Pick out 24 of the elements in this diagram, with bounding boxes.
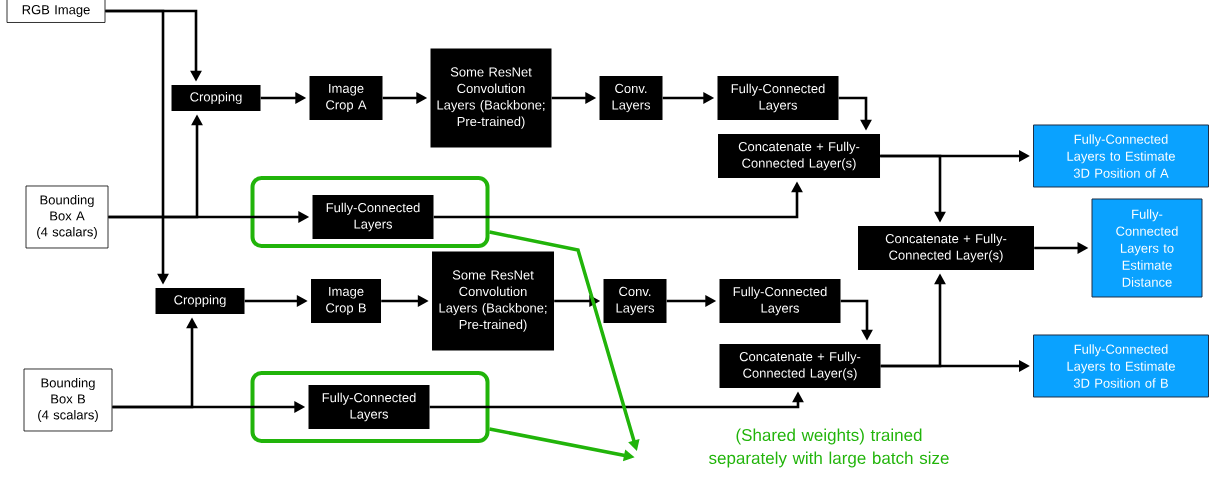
input-box: Bounding Box A (4 scalars) xyxy=(25,185,109,249)
process-box: Conv. Layers xyxy=(599,76,663,120)
process-box: Fully-Connected Layers xyxy=(312,195,434,239)
process-box: Cropping xyxy=(171,85,261,111)
annotation-text: (Shared weights) trained separately with large batch size xyxy=(709,428,949,468)
highlight-frame xyxy=(250,371,490,443)
process-box: Fully-Connected Layers xyxy=(719,279,841,323)
process-box: Some ResNet Convolution Layers (Backbone; Pre-trained) xyxy=(430,48,552,148)
process-box: Fully-Connected Layers xyxy=(308,385,430,429)
process-box: Concatenate + Fully-Connected Layer(s) xyxy=(858,226,1034,270)
process-box: Cropping xyxy=(155,288,245,314)
process-box: Image Crop A xyxy=(309,76,383,120)
highlight-frame xyxy=(250,176,490,248)
output-box: Fully-Connected Layers to Estimate 3D Position of B xyxy=(1033,334,1209,398)
output-box: Fully-Connected Layers to Estimate Distance xyxy=(1091,198,1203,298)
output-box: Fully-Connected Layers to Estimate 3D Position of A xyxy=(1033,124,1209,188)
process-box: Conv. Layers xyxy=(603,279,667,323)
input-box: RGB Image xyxy=(6,0,106,23)
process-box: Concatenate + Fully-Connected Layer(s) xyxy=(719,344,881,388)
process-box: Image Crop B xyxy=(311,279,381,323)
process-box: Fully-Connected Layers xyxy=(717,76,839,120)
process-box: Some ResNet Convolution Layers (Backbone; Pre-trained) xyxy=(432,251,554,351)
process-box: Concatenate + Fully-Connected Layer(s) xyxy=(718,134,880,178)
input-box: Bounding Box B (4 scalars) xyxy=(23,368,113,432)
